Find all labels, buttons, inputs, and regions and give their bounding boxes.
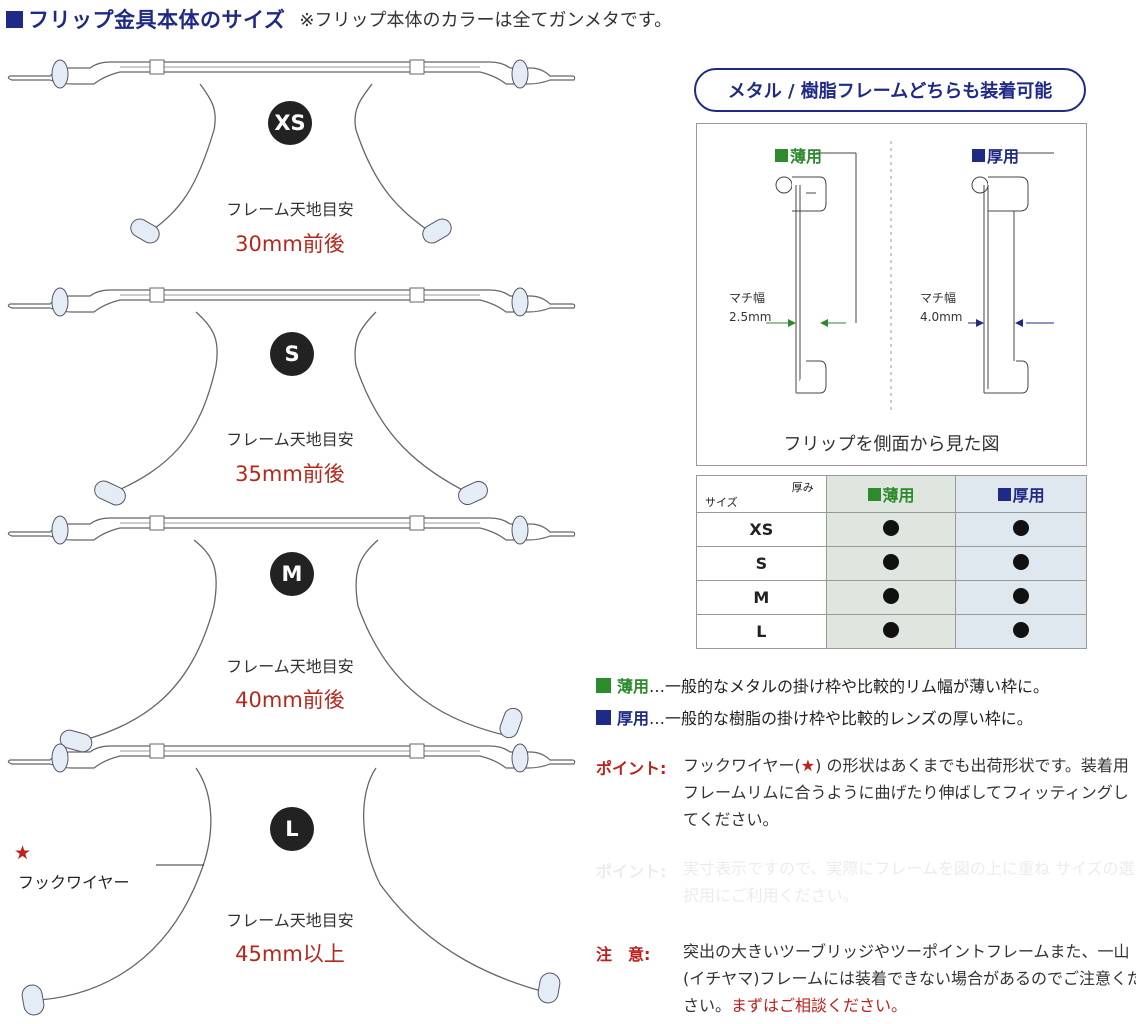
flip-l-drawing: [7, 743, 576, 1016]
table-check-cell: [825, 580, 957, 615]
table-header-row: 厚み サイズ 薄用 厚用: [696, 475, 1087, 513]
point-text: フックワイヤー(★) の形状はあくまでも出荷形状です。装着用フレームリムに合うよ…: [683, 756, 1129, 829]
size-badge-xs: XS: [268, 101, 312, 145]
table-check-cell: [825, 614, 957, 649]
frame-height-label: フレーム天地目安: [226, 430, 354, 449]
table-header-thick: 厚用: [955, 475, 1087, 513]
frame-height-value: 35mm前後: [235, 462, 345, 486]
dot-icon: [883, 621, 900, 638]
header-size: サイズ: [705, 496, 738, 509]
thin-flip-side: [766, 152, 857, 394]
compat-table: 厚み サイズ 薄用 厚用 XS S M L: [696, 475, 1087, 649]
star-icon: ★: [800, 756, 816, 775]
frame-height-label: フレーム天地目安: [226, 200, 354, 219]
caution-text: 突出の大きいツーブリッジやツーポイントフレームまた、一山(イチヤマ)フレームには…: [683, 942, 1136, 1015]
dot-icon: [883, 553, 900, 570]
table-size-cell: S: [696, 546, 827, 581]
table-row: L: [696, 614, 1087, 649]
frame-height-value: 45mm以上: [235, 942, 345, 966]
dot-icon: [883, 519, 900, 536]
thick-flip-side: [968, 152, 1054, 394]
table-check-cell: [955, 512, 1087, 547]
machi-thick: マチ幅 4.0mm: [920, 291, 963, 324]
table-row: S: [696, 546, 1087, 581]
frame-height-value: 30mm前後: [235, 232, 345, 256]
flip-m-drawing: [7, 515, 576, 753]
table-corner-cell: 厚み サイズ: [696, 475, 827, 513]
side-view-caption: フリップを側面から見た図: [783, 434, 1000, 455]
thick-side-label: 厚用: [972, 143, 1019, 167]
table-size-cell: L: [696, 614, 827, 649]
dot-icon: [1013, 519, 1030, 536]
point-key: ポイント:: [596, 759, 667, 778]
machi-thin: マチ幅 2.5mm: [729, 291, 772, 324]
flip-xs-drawing: [7, 59, 576, 244]
faded-point-key: ポイント:: [596, 862, 667, 881]
legend-thick: 厚用 …一般的な樹脂の掛け枠や比較的レンズの厚い枠に。: [596, 705, 1033, 729]
flip-size-drawings: [7, 59, 576, 1016]
table-check-cell: [955, 546, 1087, 581]
green-square-icon: [867, 488, 881, 501]
table-check-cell: [955, 580, 1087, 615]
legend-thin: 薄用 …一般的なメタルの掛け枠や比較的リム幅が薄い枠に。: [596, 673, 1049, 697]
star-icon: ★: [14, 842, 32, 864]
blue-square-icon: [972, 149, 985, 162]
header-note: ※フリップ本体のカラーは全てガンメタです。: [299, 10, 673, 31]
header-thickness: 厚み: [791, 481, 814, 494]
page-title: フリップ金具本体のサイズ: [28, 8, 286, 32]
dot-icon: [1013, 587, 1030, 604]
table-check-cell: [825, 546, 957, 581]
size-badge-m: M: [270, 552, 314, 596]
table-check-cell: [955, 614, 1087, 649]
blue-square-icon: [997, 488, 1011, 501]
table-size-cell: M: [696, 580, 827, 615]
page-header: フリップ金具本体のサイズ ※フリップ本体のカラーは全てガンメタです。: [6, 4, 672, 34]
frame-height-value: 40mm前後: [235, 688, 345, 712]
frame-height-label: フレーム天地目安: [226, 657, 354, 676]
compat-pill: メタル / 樹脂フレームどちらも装着可能: [694, 68, 1086, 112]
faded-point-text: 実寸表示ですので、実際にフレームを図の上に重ね サイズの選択用にご利用ください。: [683, 859, 1135, 905]
caution-key: 注 意:: [596, 945, 651, 964]
table-check-cell: [825, 512, 957, 547]
flip-s-drawing: [7, 287, 576, 506]
dot-icon: [1013, 553, 1030, 570]
green-square-icon: [775, 149, 788, 162]
side-view-box: [696, 123, 1087, 466]
size-badge-s: S: [270, 332, 314, 376]
dot-icon: [1013, 621, 1030, 638]
hook-wire-label: フックワイヤー: [18, 873, 130, 892]
table-size-cell: XS: [696, 512, 827, 547]
side-view-diagram: [766, 141, 1054, 413]
blue-square-icon: [596, 709, 611, 725]
header-square-icon: [6, 10, 23, 28]
green-square-icon: [596, 677, 611, 693]
dot-icon: [883, 587, 900, 604]
table-row: M: [696, 580, 1087, 615]
size-badge-l: L: [270, 807, 314, 851]
frame-height-label: フレーム天地目安: [226, 911, 354, 930]
table-row: XS: [696, 512, 1087, 547]
thin-side-label: 薄用: [775, 143, 822, 167]
table-header-thin: 薄用: [825, 475, 957, 513]
